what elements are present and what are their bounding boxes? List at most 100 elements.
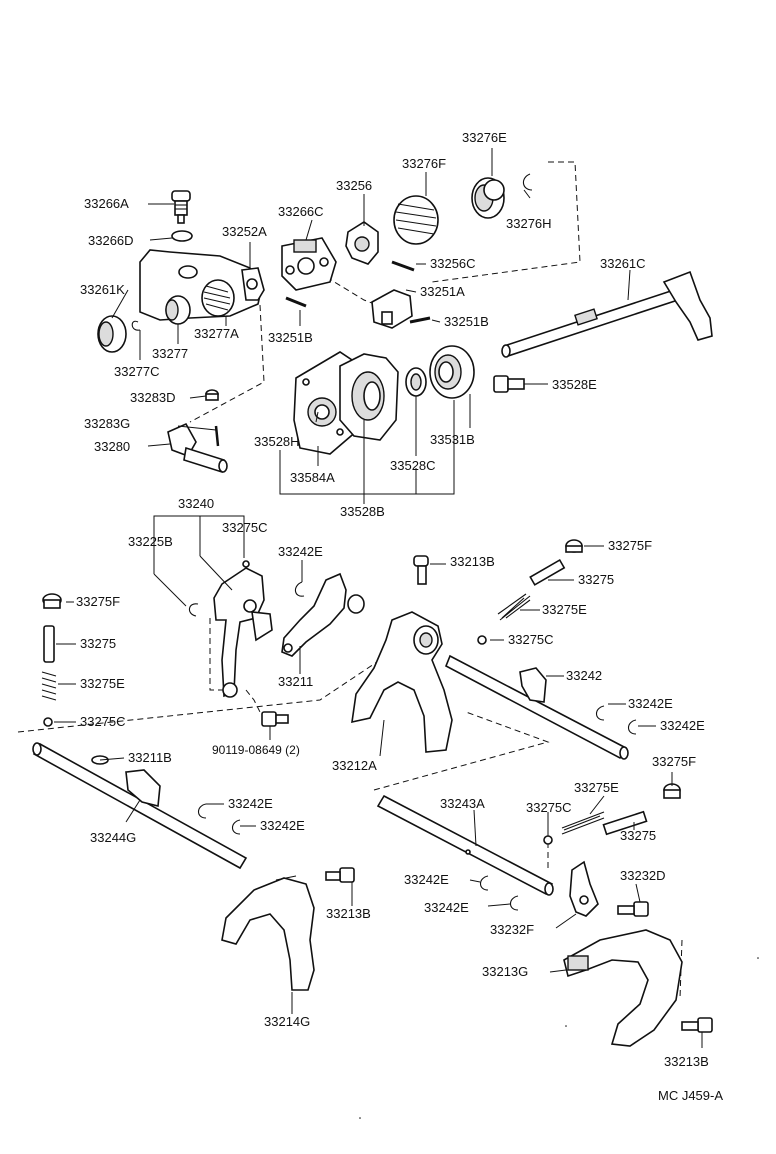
- label-33213B-c: 33213B: [664, 1054, 709, 1069]
- label-33275F-left: 33275F: [76, 594, 120, 609]
- label-33242E-d: 33242E: [228, 796, 273, 811]
- part-33213B-bolt-a: [413, 555, 429, 585]
- label-33256: 33256: [336, 178, 372, 193]
- part-33213G-fork: [563, 929, 683, 1047]
- part-33528C-bearing: [405, 367, 427, 397]
- part-33275-pin-right: [529, 558, 566, 586]
- part-33266A-bolt: [171, 190, 191, 224]
- part-33242E-clip-c: [627, 719, 637, 735]
- label-33243A: 33243A: [440, 796, 485, 811]
- label-33242E-c: 33242E: [660, 718, 705, 733]
- part-33242E-clip-a: [294, 581, 305, 597]
- part-33213B-bolt-c: [681, 1017, 713, 1033]
- dashed-boundary-lower-right: [373, 711, 550, 791]
- part-33283D-plug: [205, 389, 219, 401]
- label-33232D: 33232D: [620, 868, 666, 883]
- part-33275-pin-bottom: [602, 810, 648, 836]
- label-33277C: 33277C: [114, 364, 160, 379]
- part-33225B-clip: [188, 603, 199, 617]
- label-90119-08649: 90119-08649 (2): [212, 743, 300, 757]
- label-33266D: 33266D: [88, 233, 134, 248]
- part-33266D-washer: [171, 230, 193, 242]
- label-33275-bottom: 33275: [620, 828, 656, 843]
- part-33276H-clip: [522, 173, 533, 191]
- label-33283G: 33283G: [84, 416, 130, 431]
- part-33212A-fork: [351, 611, 453, 753]
- label-33584A: 33584A: [290, 470, 335, 485]
- label-33275E-left: 33275E: [80, 676, 125, 691]
- label-33242E-b: 33242E: [628, 696, 673, 711]
- label-33211: 33211: [278, 674, 313, 689]
- label-33528E: 33528E: [552, 377, 597, 392]
- label-33266A: 33266A: [84, 196, 129, 211]
- part-33242E-clip-f: [479, 875, 489, 891]
- part-33211-lever: [281, 572, 365, 657]
- part-33275C-ball-left: [43, 717, 53, 727]
- label-33275F-bottom: 33275F: [652, 754, 696, 769]
- label-33225B: 33225B: [128, 534, 173, 549]
- part-33251B-pin-right: [409, 316, 431, 324]
- part-33277-cap: [165, 295, 191, 325]
- label-33275E-bottom: 33275E: [574, 780, 619, 795]
- label-33242E-g: 33242E: [424, 900, 469, 915]
- label-33251B-left: 33251B: [268, 330, 313, 345]
- part-33214G-fork: [221, 875, 315, 991]
- part-33276F-spring: [393, 195, 439, 245]
- label-33275-right: 33275: [578, 572, 614, 587]
- label-33275-left: 33275: [80, 636, 116, 651]
- label-33531B: 33531B: [430, 432, 475, 447]
- part-33275F-plug-bottom: [663, 783, 681, 799]
- label-33213B-b: 33213B: [326, 906, 371, 921]
- label-33232F: 33232F: [490, 922, 534, 937]
- part-33275C-ball-right: [477, 635, 487, 645]
- part-33277A-spring: [201, 279, 235, 317]
- label-33214G: 33214G: [264, 1014, 310, 1029]
- label-33276E: 33276E: [462, 130, 507, 145]
- part-33240-lever-assy: [213, 560, 273, 698]
- part-33275F-plug-right: [565, 539, 583, 553]
- label-33275F-right: 33275F: [608, 538, 652, 553]
- label-33242E-e: 33242E: [260, 818, 305, 833]
- part-33283G-pin: [214, 425, 220, 447]
- part-33213B-bolt-b: [325, 867, 355, 883]
- part-90119-bolt: [261, 711, 289, 727]
- dashed-boundary-lower-left: [17, 651, 393, 733]
- label-33251B-right: 33251B: [444, 314, 489, 329]
- part-33256-lever: [345, 221, 379, 265]
- part-33243A-shaft: [376, 794, 554, 896]
- label-33266C: 33266C: [278, 204, 324, 219]
- part-labels: 33276E 33276F 33256 33266A 33266C 33252A…: [76, 130, 723, 1103]
- part-33251A-sleeve: [371, 289, 413, 329]
- label-33240: 33240: [178, 496, 214, 511]
- label-33528H: 33528H: [254, 434, 300, 449]
- part-33261C-shaft: [501, 270, 713, 358]
- dashed-boundary-left: [189, 304, 265, 423]
- part-33275E-spring-right: [497, 593, 531, 621]
- label-33528B: 33528B: [340, 504, 385, 519]
- label-33261C: 33261C: [600, 256, 646, 271]
- label-33256C: 33256C: [430, 256, 476, 271]
- label-33242: 33242: [566, 668, 602, 683]
- label-33275C-a: 33275C: [222, 520, 268, 535]
- label-33277A: 33277A: [194, 326, 239, 341]
- leader-lines: [54, 148, 703, 1048]
- part-33232F-lever: [569, 860, 599, 917]
- label-33211B: 33211B: [128, 750, 172, 765]
- label-33242E-a: 33242E: [278, 544, 323, 559]
- reference-code: MC J459-A: [658, 1088, 723, 1103]
- part-33242E-clip-d: [197, 803, 207, 819]
- label-33213B-a: 33213B: [450, 554, 495, 569]
- dashed-link-90119: [245, 689, 261, 713]
- part-33261K-bushing: [97, 315, 127, 353]
- part-33251B-pin-left: [285, 296, 307, 308]
- label-33242E-f: 33242E: [404, 872, 449, 887]
- part-33266C-cover: [281, 237, 337, 291]
- label-33275E-right: 33275E: [542, 602, 587, 617]
- part-33528B-housing: [339, 353, 399, 441]
- label-33275C-right: 33275C: [508, 632, 554, 647]
- part-33275E-spring-bottom: [561, 811, 605, 835]
- part-33252A-clip: [241, 267, 265, 301]
- label-33277: 33277: [152, 346, 188, 361]
